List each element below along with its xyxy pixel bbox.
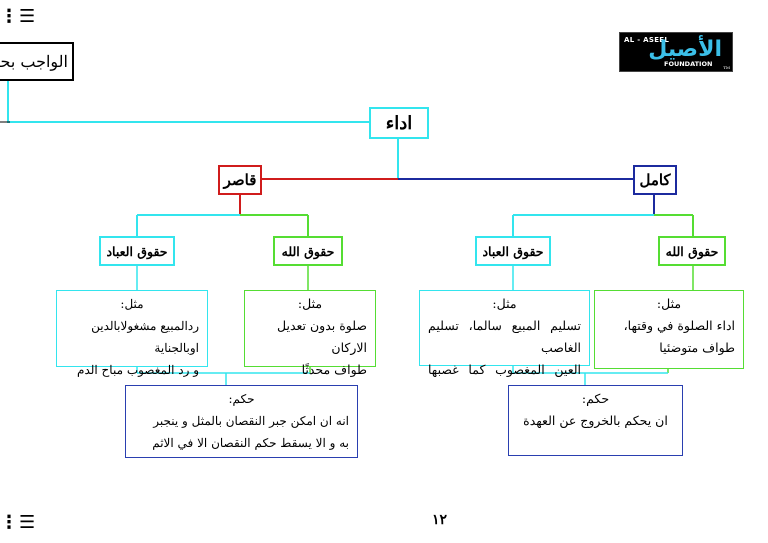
left-ibad-example-line-1: ردالمبيع مشغولابالدين اوبالجناية <box>91 319 199 355</box>
right-ibad-example-title: مثل: <box>492 296 517 311</box>
right-allah-example-line-2: طواف متوضئيا <box>659 340 735 355</box>
left-ruling-line-2: به و الا يسقط حكم النقصان الا في الاثم <box>152 436 349 450</box>
left-ibad-example: مثل: ردالمبيع مشغولابالدين اوبالجناية و … <box>56 290 208 399</box>
right-allah-example-title: مثل: <box>656 296 682 311</box>
right-allah-example-line-1: اداء الصلوة في وقتها، <box>623 318 735 333</box>
right-ibad-example-line-1: تسليم المبيع سالما، تسليم الغاصب <box>428 318 581 355</box>
right-ibad-box: حقوق العباد <box>475 236 551 266</box>
left-allah-example: مثل: صلوة بدون تعديل الاركان طواف محدثًا <box>244 290 376 377</box>
left-ruling-title: حكم: <box>228 392 255 406</box>
right-allah-example: مثل: اداء الصلوة في وقتها، طواف متوضئيا <box>594 290 744 369</box>
left-allah-label: حقوق الله <box>281 243 335 259</box>
right-ruling-title: حكم: <box>581 391 610 406</box>
root-box: اداء <box>369 107 429 139</box>
logo-top-text: AL - ASEEL <box>624 36 670 44</box>
top-left-label: الواجب بحـ <box>0 52 68 71</box>
top-left-label-box: الواجب بحـ <box>0 42 74 81</box>
qasir-label: قاصر <box>223 171 257 189</box>
logo-tm: TM <box>723 65 730 70</box>
left-ibad-label: حقوق العباد <box>106 243 168 259</box>
left-ibad-box: حقوق العباد <box>99 236 175 266</box>
left-allah-box: حقوق الله <box>273 236 343 266</box>
left-ibad-example-title: مثل: <box>120 297 144 311</box>
logo-bottom-text: FOUNDATION <box>664 60 713 68</box>
right-ruling-line-1: ان يحكم بالخروج عن العهدة <box>523 413 668 428</box>
corner-mark-bottom: ⋮☰ <box>0 512 37 533</box>
left-allah-example-line-2: طواف محدثًا <box>301 362 367 377</box>
kamil-label: كامل <box>639 171 671 189</box>
left-allah-example-title: مثل: <box>297 296 323 311</box>
right-ruling: حكم: ان يحكم بالخروج عن العهدة <box>508 385 683 456</box>
qasir-box: قاصر <box>218 165 262 195</box>
right-ibad-example: مثل: تسليم المبيع سالما، تسليم الغاصب ال… <box>419 290 590 377</box>
corner-mark-top: ⋮☰ <box>0 6 37 27</box>
right-ibad-label: حقوق العباد <box>482 243 544 259</box>
al-aseel-logo: AL - ASEEL الأصيل FOUNDATION TM <box>619 32 733 72</box>
left-allah-example-line-1: صلوة بدون تعديل الاركان <box>277 318 367 355</box>
connector-top-to-root <box>0 79 369 123</box>
root-label: اداء <box>385 112 413 134</box>
page-number: ١٢ <box>432 512 448 528</box>
left-ruling: حكم: انه ان امكن جبر النقصان بالمثل و ين… <box>125 385 358 458</box>
left-ruling-line-1: انه ان امكن جبر النقصان بالمثل و ينجبر <box>153 414 349 428</box>
kamil-box: كامل <box>633 165 677 195</box>
logo-arabic-text: الأصيل <box>648 37 722 62</box>
right-allah-box: حقوق الله <box>658 236 726 266</box>
right-ibad-example-line-2: العين المغصوب كما غصبها <box>428 362 581 377</box>
right-allah-label: حقوق الله <box>665 243 719 259</box>
